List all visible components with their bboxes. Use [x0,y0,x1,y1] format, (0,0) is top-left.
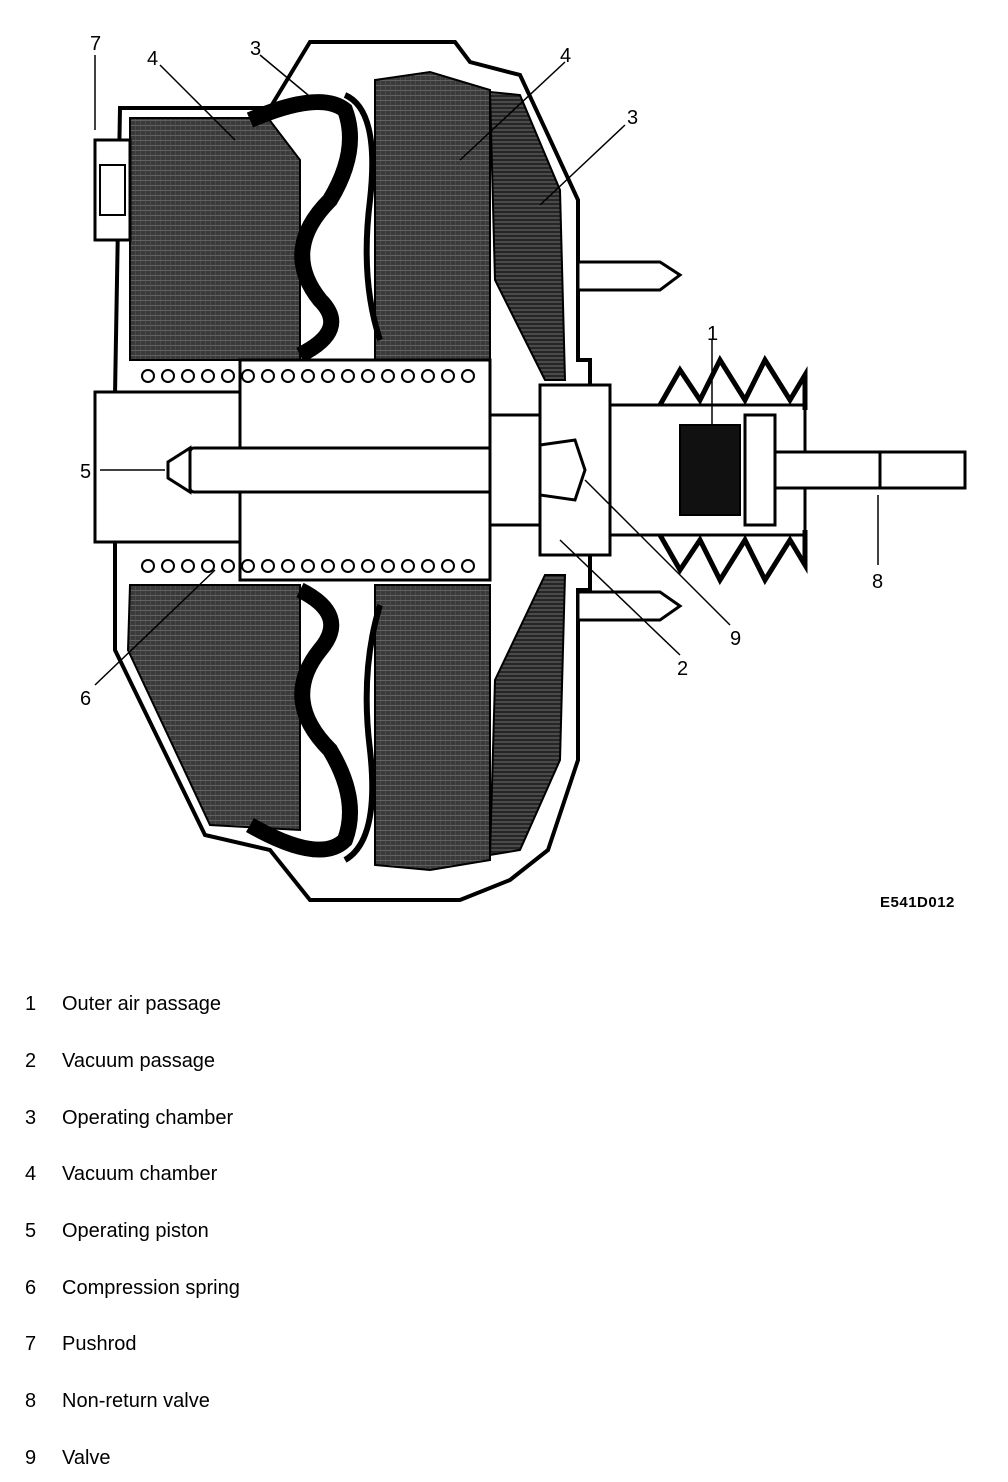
legend-number: 3 [25,1107,37,1129]
non-return-valve-inner [99,164,126,216]
legend-number: 1 [25,993,37,1015]
legend-number: 6 [25,1277,37,1299]
leader-lines [94,54,879,686]
vacuum-chamber-mid [374,70,491,361]
legend-number: 5 [25,1220,37,1242]
callout-3-right: 3 [627,107,638,129]
vacuum-chamber-mid-lower [374,584,491,872]
legend-number: 8 [25,1390,37,1412]
legend-label: Pushrod [62,1333,137,1355]
diaphragm-lower [246,582,358,858]
callout-1: 1 [707,323,718,345]
compression-spring [141,369,475,573]
mounting-stud-upper [576,260,683,292]
callout-7: 8 [872,571,883,593]
legend-number: 2 [25,1050,37,1072]
callout-9: 9 [730,628,741,650]
operating-chamber-lower [488,574,567,857]
legend-label: Vacuum passage [62,1050,216,1072]
legend-label: Vacuum chamber [62,1163,218,1185]
diaphragm-upper-2 [343,92,383,341]
callout-4-left: 4 [147,48,158,70]
figure-code: E541D012 [880,894,955,911]
callout-5: 5 [80,461,91,483]
legend-label: Valve [62,1447,111,1469]
legend-label: Outer air passage [62,993,221,1015]
callout-2: 2 [677,658,688,680]
legend-label: Compression spring [62,1277,240,1299]
operating-chamber-upper [488,90,567,381]
brake-booster-diagram: 7 4 3 4 3 1 5 6 8 9 2 E541D012 [80,33,967,911]
valve-spring-block [679,424,741,516]
diaphragm-upper [246,94,358,363]
valve-cone [538,438,587,502]
legend-number: 4 [25,1163,37,1185]
diaphragm-lower-2 [343,604,383,863]
legend-label: Operating chamber [62,1107,234,1129]
callout-3-top: 3 [250,38,261,60]
piston-tip [166,445,192,495]
rubber-boot-lower [657,530,808,586]
legend-number: 9 [25,1447,37,1469]
callout-8: 7 [90,33,101,55]
pushrod-end [878,450,967,490]
legend-label: Operating piston [62,1220,209,1242]
callout-4-right: 4 [560,45,571,67]
legend-label: Non-return valve [62,1390,210,1412]
rubber-boot-upper [657,354,808,410]
legend-number: 7 [25,1333,37,1355]
callout-6: 6 [80,688,91,710]
piston-rod [188,446,512,494]
reaction-disc [488,413,542,527]
vacuum-chamber-front [129,117,301,361]
valve-plate [743,413,777,527]
